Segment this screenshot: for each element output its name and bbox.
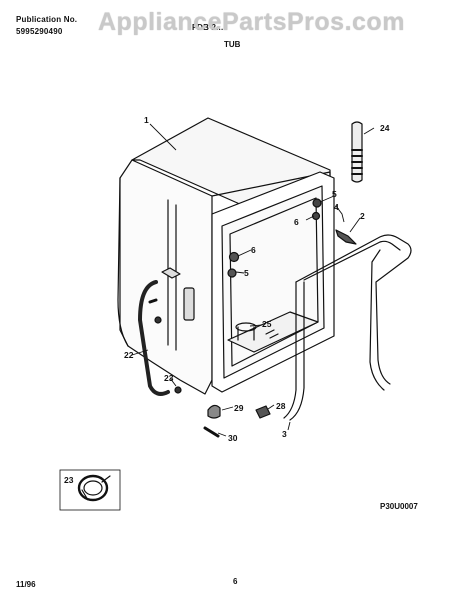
page-number: 6 — [233, 577, 238, 586]
part-30 — [203, 426, 220, 438]
inset-frame — [59, 469, 121, 511]
callout-1: 1 — [144, 115, 149, 125]
callout-4: 4 — [334, 202, 339, 212]
vent-part — [183, 287, 195, 321]
revision-date: 11/96 — [16, 580, 36, 589]
model-number: FDB 2... — [192, 23, 224, 32]
callout-23: 23 — [164, 373, 174, 383]
callout-6b: 6 — [251, 245, 256, 255]
watermark-text: AppliancePartsPros.com — [98, 8, 405, 36]
bracket — [335, 229, 357, 245]
part-29 — [207, 404, 221, 419]
callout-5b: 5 — [244, 268, 249, 278]
callout-23-inset: 23 — [64, 475, 74, 485]
drawing-code: P30U0007 — [380, 502, 418, 511]
publication-number: 5995290490 — [16, 27, 63, 36]
fastener-6b — [228, 251, 240, 263]
fastener-5 — [312, 198, 322, 208]
callout-30: 30 — [228, 433, 238, 443]
callout-29: 29 — [234, 403, 244, 413]
callout-3: 3 — [282, 429, 287, 439]
clamp-23 — [174, 386, 182, 394]
fastener-6 — [311, 211, 321, 221]
callout-25: 25 — [262, 319, 272, 329]
callout-22: 22 — [124, 350, 134, 360]
fastener-5b — [227, 268, 237, 278]
part-28 — [255, 405, 271, 419]
tub-shell-side — [119, 159, 213, 395]
callout-6a: 6 — [294, 217, 299, 227]
publication-label: Publication No. — [16, 15, 78, 24]
callout-5a: 5 — [332, 189, 337, 199]
callout-28: 28 — [276, 401, 286, 411]
section-title: TUB — [224, 40, 241, 49]
gasket-wire — [295, 234, 412, 385]
drain-hose — [138, 280, 170, 396]
inset-clamp — [77, 474, 109, 502]
callout-2: 2 — [360, 211, 365, 221]
callout-24: 24 — [380, 123, 390, 133]
